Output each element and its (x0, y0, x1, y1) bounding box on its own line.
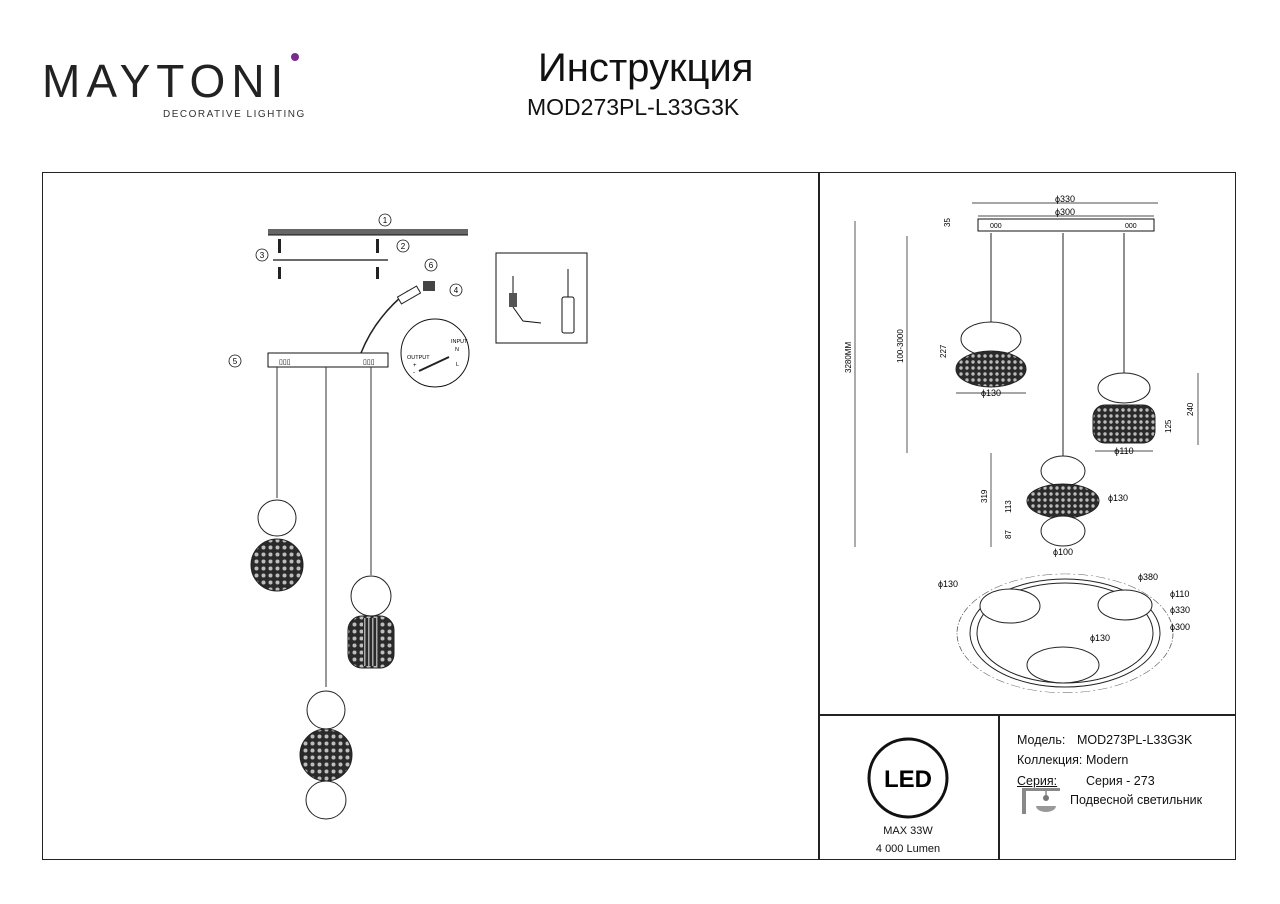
svg-text:240: 240 (1186, 402, 1195, 416)
installation-diagram: 1 2 3 6 4 OUTPUT INPUT N L + - (228, 213, 588, 820)
svg-text:125: 125 (1164, 419, 1173, 433)
svg-text:+: + (413, 363, 417, 369)
pendant-c (299, 690, 353, 820)
svg-text:5: 5 (233, 357, 238, 366)
svg-text:35: 35 (943, 218, 952, 227)
svg-text:113: 113 (1004, 500, 1013, 513)
svg-text:ϕ130: ϕ130 (938, 579, 958, 589)
svg-text:▯▯▯: ▯▯▯ (279, 359, 291, 366)
svg-text:▯▯▯: ▯▯▯ (363, 359, 375, 366)
page-title: Инструкция (538, 46, 754, 90)
svg-text:3: 3 (260, 251, 265, 260)
svg-text:6: 6 (429, 261, 434, 270)
pendant-b (347, 575, 395, 669)
svg-text:ϕ100: ϕ100 (1053, 547, 1073, 557)
canopy: ▯▯▯ ▯▯▯ (267, 352, 389, 368)
svg-text:LED: LED (884, 766, 932, 793)
pendant-type-icon (1022, 788, 1060, 814)
svg-text:000: 000 (1125, 223, 1137, 230)
dimension-diagram: ϕ330 ϕ300 000 000 35 3280MM 100-3000 ϕ13… (844, 194, 1199, 693)
terminal-wires (360, 281, 435, 354)
svg-text:ϕ300: ϕ300 (1170, 622, 1190, 632)
mounting-bracket (273, 239, 388, 279)
collection-value: Modern (1086, 753, 1129, 767)
svg-text:319: 319 (980, 489, 989, 503)
svg-text:2: 2 (401, 242, 406, 251)
frame-divider-vertical (818, 172, 820, 860)
svg-text:100-3000: 100-3000 (896, 329, 905, 363)
svg-text:1: 1 (383, 216, 388, 225)
callout-3: 3 (255, 248, 269, 262)
callout-2: 2 (396, 239, 410, 253)
drawing-frame (42, 172, 1236, 860)
callout-5: 5 (228, 354, 242, 368)
pendant-a (250, 499, 304, 592)
led-badge-icon: LED (867, 737, 949, 819)
svg-text:ϕ330: ϕ330 (1170, 605, 1190, 615)
product-type: Подвесной светильник (1070, 793, 1203, 807)
svg-text:-: - (413, 370, 415, 376)
svg-text:ϕ130: ϕ130 (1108, 493, 1128, 503)
svg-text:N: N (455, 347, 459, 353)
connector-inset (495, 252, 588, 344)
led-power: MAX 33W (883, 825, 933, 837)
svg-text:ϕ110: ϕ110 (1114, 446, 1133, 456)
dim-canopy: ϕ330 ϕ300 000 000 35 (943, 194, 1158, 232)
callout-1: 1 (378, 213, 392, 227)
frame-divider-spec (998, 714, 1000, 860)
model-subtitle: MOD273PL-L33G3K (527, 94, 740, 120)
dim-total-height: 3280MM 100-3000 (844, 221, 908, 547)
svg-text:L: L (456, 362, 459, 368)
svg-text:3280MM: 3280MM (844, 342, 853, 373)
svg-text:ϕ130: ϕ130 (981, 388, 1001, 398)
ceiling-hatch (268, 229, 468, 236)
brand-tagline: DECORATIVE LIGHTING (163, 109, 306, 120)
frame-divider-horizontal (818, 714, 1236, 716)
dim-shade-c: ϕ130 ϕ100 319 113 87 (980, 453, 1128, 557)
svg-text:000: 000 (990, 223, 1002, 230)
svg-text:ϕ130: ϕ130 (1090, 633, 1110, 643)
dim-plan-view: ϕ130 ϕ380 ϕ110 ϕ330 ϕ300 ϕ130 (938, 572, 1190, 693)
svg-text:227: 227 (939, 344, 948, 358)
series-label: Серия: (1017, 774, 1058, 788)
dim-shade-a: ϕ130 227 (939, 321, 1027, 398)
callout-6: 6 (424, 258, 438, 272)
model-value: MOD273PL-L33G3K (1077, 733, 1193, 747)
wiring-detail: OUTPUT INPUT N L + - (400, 318, 470, 388)
model-label: Модель: (1017, 733, 1066, 747)
brand-logo: MAYTONI (42, 55, 290, 107)
svg-text:OUTPUT: OUTPUT (407, 355, 430, 361)
led-lumen: 4 000 Lumen (875, 843, 941, 855)
svg-text:ϕ300: ϕ300 (1055, 207, 1075, 217)
svg-text:4: 4 (454, 286, 459, 295)
logo-accent-dot (291, 53, 299, 61)
svg-text:ϕ380: ϕ380 (1138, 572, 1158, 582)
svg-text:ϕ110: ϕ110 (1170, 589, 1189, 599)
series-value: Серия - 273 (1086, 774, 1155, 788)
svg-text:INPUT: INPUT (451, 339, 468, 345)
collection-label: Коллекция: (1017, 753, 1083, 767)
svg-text:87: 87 (1004, 530, 1013, 539)
svg-text:ϕ330: ϕ330 (1055, 194, 1075, 204)
dim-shade-b: ϕ110 240 125 (1092, 372, 1199, 456)
callout-4: 4 (449, 283, 463, 297)
